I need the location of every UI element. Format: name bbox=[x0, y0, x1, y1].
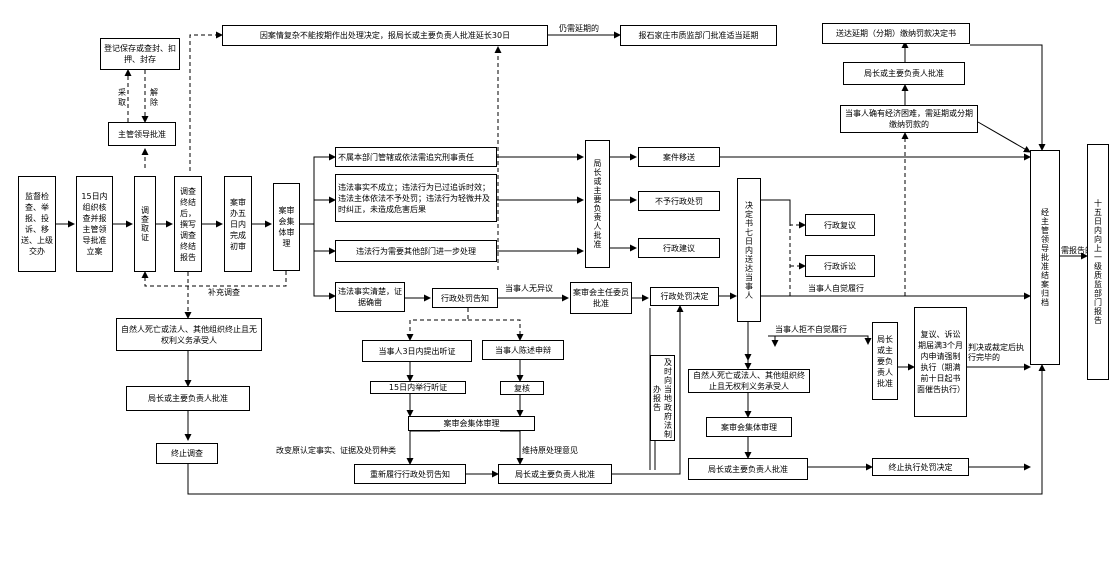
node-death-termination-1[interactable]: 自然人死亡或法人、其他组织终止且无权利义务承受人 bbox=[116, 318, 262, 351]
node-approve-final[interactable]: 局长或主要负责人批准 bbox=[498, 464, 612, 484]
node-clear-facts[interactable]: 违法事实清楚，证据确凿 bbox=[335, 282, 405, 312]
label-change: 改变原认定事实、证据及处罚种类 bbox=[276, 446, 396, 455]
node-penalty-decision[interactable]: 行政处罚决定 bbox=[650, 287, 719, 306]
label-refuse: 当事人拒不自觉履行 bbox=[775, 325, 847, 334]
node-approve-payment[interactable]: 局长或主要负责人批准 bbox=[843, 62, 965, 85]
dashed-arrow bbox=[189, 31, 223, 171]
node-approve-terminate-1[interactable]: 局长或主要负责人批准 bbox=[126, 386, 250, 411]
node-hardship[interactable]: 当事人确有经济困难，需延期或分期缴纳罚款的 bbox=[840, 105, 978, 133]
node-extension-request[interactable]: 因案情复杂不能按期作出处理决定，报局长或主要负责人批准延长30日 bbox=[222, 25, 548, 46]
node-death-termination-2[interactable]: 自然人死亡或法人、其他组织终止且无权利义务承受人 bbox=[688, 369, 810, 393]
label-release: 解除 bbox=[150, 88, 158, 107]
node-preserve-seal[interactable]: 登记保存或查封、扣押、封存 bbox=[100, 38, 180, 70]
label-adopt: 采取 bbox=[118, 88, 126, 107]
node-case-transfer[interactable]: 案件移送 bbox=[638, 147, 720, 167]
label-no-objection: 当事人无异议 bbox=[505, 284, 553, 293]
arrow bbox=[187, 364, 1046, 495]
node-initial-review[interactable]: 案审办五日内完成初审 bbox=[224, 176, 252, 272]
label-need-delay: 仍需延期的 bbox=[559, 24, 599, 33]
label-need-report: 需报告的 bbox=[1061, 246, 1093, 255]
node-admin-litigation[interactable]: 行政诉讼 bbox=[805, 255, 875, 277]
arrow bbox=[406, 430, 440, 465]
node-hold-hearing[interactable]: 15日内举行听证 bbox=[370, 381, 466, 394]
arrow bbox=[313, 251, 336, 300]
arrow bbox=[768, 335, 872, 345]
node-enforcement[interactable]: 复议、诉讼期届满3个月内申请强制执行（期满前十日起书面催告执行） bbox=[914, 307, 967, 417]
node-admin-reconsideration[interactable]: 行政复议 bbox=[805, 214, 875, 236]
node-investigation-report[interactable]: 调查终结后，撰写调查终结报告 bbox=[174, 176, 202, 272]
node-admin-advice[interactable]: 行政建议 bbox=[638, 238, 720, 258]
label-keep: 维持原处理意见 bbox=[522, 446, 578, 455]
node-serve-decision[interactable]: 决定书七日内送达当事人 bbox=[737, 178, 761, 322]
node-city-extension[interactable]: 报石家庄市质监部门批准适当延期 bbox=[620, 25, 777, 46]
dashed-arrow bbox=[141, 271, 287, 287]
node-statement-defense[interactable]: 当事人陈述申辩 bbox=[482, 340, 564, 360]
node-director-approve[interactable]: 局长或主要负责人批准 bbox=[585, 140, 610, 268]
node-no-penalty[interactable]: 不予行政处罚 bbox=[638, 191, 720, 211]
node-supervision[interactable]: 监督检查、举报、投诉、移送、上级交办 bbox=[18, 176, 56, 272]
label-voluntary: 当事人自觉履行 bbox=[808, 284, 864, 293]
node-hearing-request[interactable]: 当事人3日内提出听证 bbox=[362, 340, 472, 362]
node-terminate-execution[interactable]: 终止执行处罚决定 bbox=[872, 458, 969, 476]
node-penalty-notice[interactable]: 行政处罚告知 bbox=[432, 288, 498, 308]
node-leader-approve[interactable]: 主管领导批准 bbox=[108, 122, 176, 146]
node-other-dept-condition[interactable]: 违法行为需要其他部门进一步处理 bbox=[335, 240, 497, 262]
node-terminate-investigation[interactable]: 终止调查 bbox=[156, 443, 218, 464]
node-case-committee[interactable]: 案审会集体审理 bbox=[273, 183, 300, 271]
node-committee-review-2[interactable]: 案审会集体审理 bbox=[408, 416, 535, 431]
arrow bbox=[500, 430, 524, 465]
node-transfer-condition[interactable]: 不属本部门管辖或依法需追究刑事责任 bbox=[335, 147, 497, 167]
node-renotice[interactable]: 重新履行行政处罚告知 bbox=[354, 464, 466, 484]
node-verify-register[interactable]: 15日内组织核查并报主管领导批准立案 bbox=[76, 176, 113, 272]
node-review[interactable]: 复核 bbox=[500, 381, 544, 395]
node-committee-review-3[interactable]: 案审会集体审理 bbox=[706, 417, 792, 437]
node-payment-decision[interactable]: 送达延期（分期）缴纳罚款决定书 bbox=[822, 23, 970, 44]
label-supplement: 补充调查 bbox=[208, 288, 240, 297]
node-investigate[interactable]: 调查取证 bbox=[134, 176, 156, 272]
node-chair-approve[interactable]: 案审会主任委员批准 bbox=[570, 282, 632, 314]
label-after-judgment: 判决或裁定后执行完毕的 bbox=[968, 343, 1024, 362]
arrow bbox=[970, 44, 1046, 151]
arrow bbox=[612, 305, 684, 475]
node-close-archive[interactable]: 经主管领导批准结案归档 bbox=[1030, 150, 1060, 365]
node-no-penalty-condition[interactable]: 违法事实不成立；违法行为已过追诉时效；违法主体依法不予处罚；违法行为轻微并及时纠… bbox=[335, 174, 497, 222]
dashed-arrow bbox=[468, 319, 524, 341]
node-approve-terminate-2[interactable]: 局长或主要负责人批准 bbox=[688, 458, 808, 480]
connector bbox=[761, 199, 791, 225]
node-report-superior[interactable]: 十五日内向上一级质监部门报告 bbox=[1087, 144, 1109, 380]
arrow bbox=[300, 153, 336, 225]
node-approve-enforce[interactable]: 局长或主要负责人批准 bbox=[872, 322, 898, 400]
dashed-arrow bbox=[789, 221, 806, 296]
arrow bbox=[977, 121, 1031, 153]
dashed-arrow bbox=[406, 308, 469, 341]
node-report-legal-office[interactable]: 及时向当地政府法制办报告 bbox=[650, 355, 675, 441]
